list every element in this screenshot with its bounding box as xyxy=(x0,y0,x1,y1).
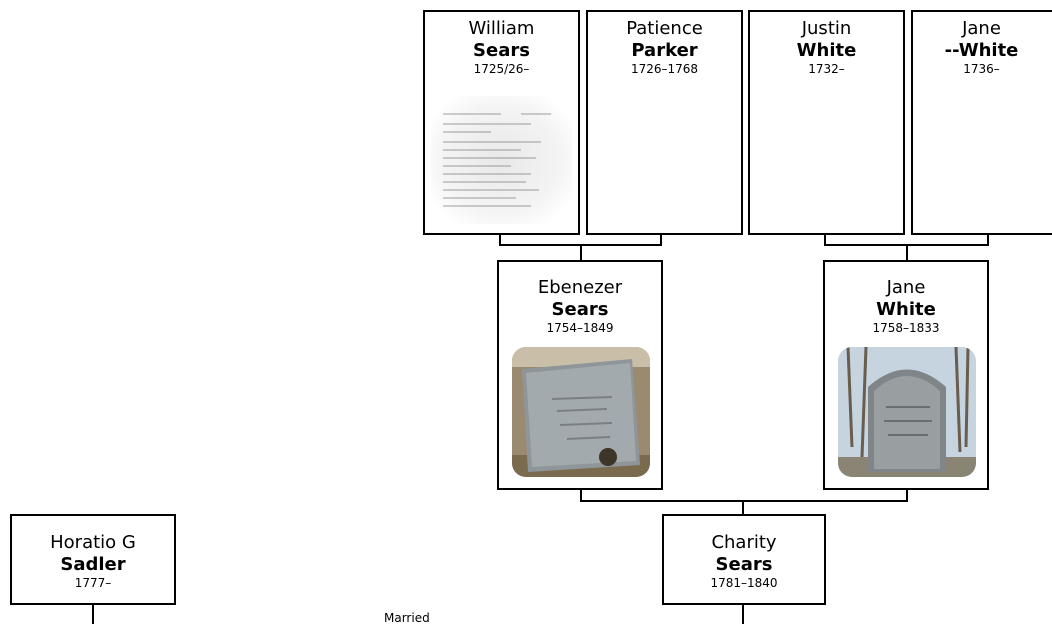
marriage-connector-line xyxy=(92,605,94,624)
surname: Sears xyxy=(551,299,609,320)
gravestone-photo[interactable] xyxy=(838,347,976,477)
connector-line xyxy=(580,244,582,260)
person-card-william-sears[interactable]: William Sears 1725/26– xyxy=(423,10,580,235)
connector-line xyxy=(906,490,908,502)
connector-line xyxy=(660,235,662,246)
life-dates: 1777– xyxy=(74,576,112,590)
person-card-jane-white-elder[interactable]: Jane --White 1736– xyxy=(911,10,1052,235)
document-photo[interactable] xyxy=(431,96,572,224)
life-dates: 1758–1833 xyxy=(872,321,940,335)
person-card-patience-parker[interactable]: Patience Parker 1726–1768 xyxy=(586,10,743,235)
person-card-charity-sears[interactable]: Charity Sears 1781–1840 xyxy=(662,514,826,605)
given-name: Jane xyxy=(962,18,1001,39)
married-label: Married xyxy=(384,611,430,625)
gravestone-image xyxy=(512,347,650,477)
connector-line xyxy=(499,235,501,246)
life-dates: 1732– xyxy=(808,62,845,76)
life-dates: 1754–1849 xyxy=(546,321,614,335)
given-name: Charity xyxy=(711,532,777,553)
gravestone-photo[interactable] xyxy=(512,347,650,477)
person-card-horatio-sadler[interactable]: Horatio G Sadler 1777– xyxy=(10,514,176,605)
given-name: Ebenezer xyxy=(537,277,623,298)
surname: --White xyxy=(944,40,1019,61)
document-image xyxy=(431,96,572,224)
surname: Parker xyxy=(631,40,698,61)
marriage-connector-line xyxy=(742,605,744,624)
person-card-justin-white[interactable]: Justin White 1732– xyxy=(748,10,905,235)
surname: White xyxy=(876,299,936,320)
life-dates: 1725/26– xyxy=(473,62,530,76)
given-name: William xyxy=(468,18,535,39)
given-name: Justin xyxy=(801,18,852,39)
connector-line xyxy=(906,244,908,260)
given-name: Patience xyxy=(626,18,703,39)
gravestone-image xyxy=(838,347,976,477)
surname: White xyxy=(796,40,857,61)
connector-line xyxy=(580,490,582,502)
person-card-jane-white[interactable]: Jane White 1758–1833 xyxy=(823,260,989,490)
life-dates: 1736– xyxy=(963,62,1000,76)
life-dates: 1781–1840 xyxy=(710,576,778,590)
surname: Sadler xyxy=(60,554,126,575)
given-name: Horatio G xyxy=(50,532,136,553)
surname: Sears xyxy=(715,554,773,575)
connector-line xyxy=(987,235,989,246)
life-dates: 1726–1768 xyxy=(630,62,699,76)
connector-line xyxy=(580,500,908,502)
given-name: Jane xyxy=(886,277,926,298)
person-card-ebenezer-sears[interactable]: Ebenezer Sears 1754–1849 xyxy=(497,260,663,490)
connector-line xyxy=(742,500,744,514)
connector-line xyxy=(824,235,826,246)
surname: Sears xyxy=(473,40,530,61)
